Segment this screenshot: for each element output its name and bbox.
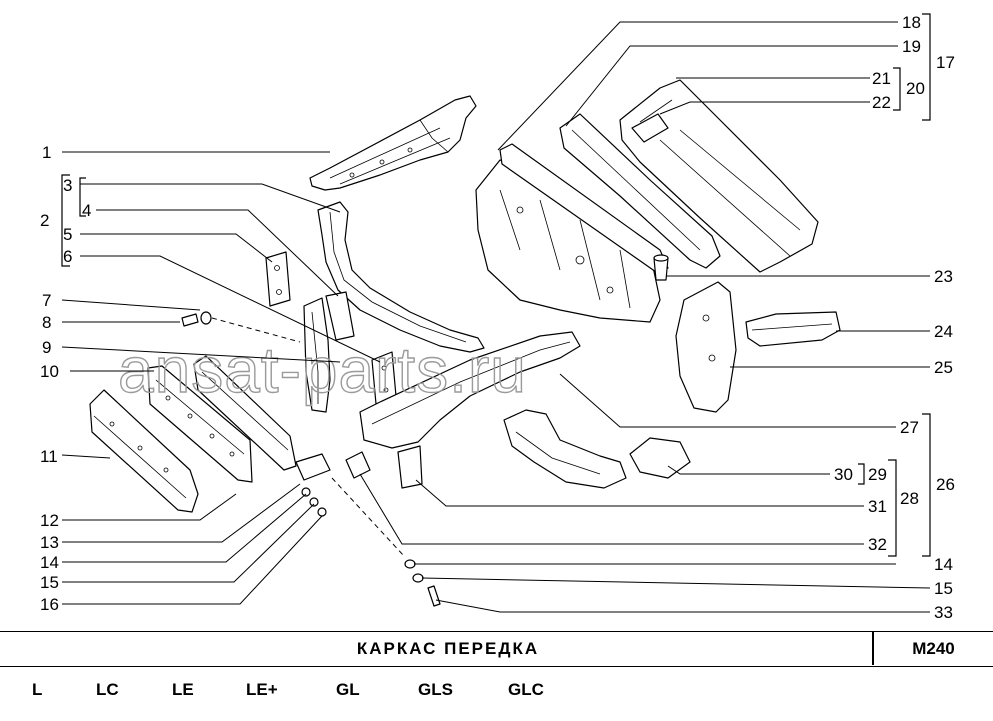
callout-6: 6 <box>63 247 72 266</box>
callout-12: 12 <box>40 511 59 530</box>
callout-31: 31 <box>868 497 887 516</box>
callout-10: 10 <box>40 362 59 381</box>
part-5-bracket <box>265 251 291 307</box>
variant-lc: LC <box>96 680 119 699</box>
part-13-spacer <box>295 453 331 481</box>
part-30-wheel-arch <box>503 409 627 489</box>
variant-l: L <box>32 680 43 699</box>
callout-19: 19 <box>902 37 921 56</box>
callout-25: 25 <box>934 358 953 377</box>
callout-18: 18 <box>902 13 921 32</box>
callout-21: 21 <box>872 69 891 88</box>
diagram-code: M240 <box>912 639 955 658</box>
part-25-side-panel <box>675 281 737 413</box>
title-divider <box>872 632 874 665</box>
part-4-plate <box>325 291 355 341</box>
callout-15a: 15 <box>40 573 59 592</box>
part-14-15-33-fasteners <box>331 477 441 607</box>
watermark-text: ansat-parts.ru <box>118 334 527 406</box>
part-27-lower-member <box>359 331 581 449</box>
callout-17: 17 <box>936 53 955 72</box>
variant-glc: GLC <box>508 680 544 699</box>
part-7-8-bolt <box>181 311 301 343</box>
callout-3: 3 <box>63 176 72 195</box>
part-29-bracket <box>629 437 691 479</box>
part-23-grommet <box>653 254 669 281</box>
callout-16: 16 <box>40 595 59 614</box>
title-bar: КАРКАС ПЕРЕДКА M240 <box>0 631 993 667</box>
part-11-lower-panel <box>89 389 199 513</box>
callout-32: 32 <box>868 535 887 554</box>
part-20-air-box <box>619 79 819 273</box>
callout-20: 20 <box>906 79 925 98</box>
callout-27: 27 <box>900 418 919 437</box>
part-24-shelf-bracket <box>745 311 841 347</box>
callout-23: 23 <box>934 267 953 286</box>
variant-gls: GLS <box>418 680 453 699</box>
callout-7: 7 <box>42 291 51 310</box>
variant-le-plus: LE+ <box>246 680 278 699</box>
callout-11: 11 <box>40 447 58 466</box>
callout-1: 1 <box>42 143 51 162</box>
part-19-windshield-lower <box>499 143 669 273</box>
variant-gl: GL <box>336 680 360 699</box>
callout-30: 30 <box>834 465 853 484</box>
parts-diagram: ansat-parts.ru <box>40 13 955 622</box>
callout-numbers: 1 2 3 4 5 6 7 8 9 10 11 12 13 14 15 16 1… <box>40 13 955 622</box>
leader-lines <box>61 21 931 613</box>
part-9-pillar <box>303 297 331 413</box>
callout-33: 33 <box>934 603 953 622</box>
callout-9: 9 <box>42 338 51 357</box>
part-14-16-fasteners <box>301 487 327 517</box>
group-brackets <box>61 13 931 557</box>
callout-22: 22 <box>872 93 891 112</box>
callout-13: 13 <box>40 533 59 552</box>
part-3-rail-extension <box>317 201 485 353</box>
diagram-title: КАРКАС ПЕРЕДКА <box>356 639 540 658</box>
part-1-upper-rail <box>309 95 477 191</box>
part-31-reinforcement <box>397 445 423 489</box>
callout-14b: 14 <box>934 555 953 574</box>
part-10-cross-member <box>147 365 253 483</box>
callout-14a: 14 <box>40 553 59 572</box>
callout-28: 28 <box>900 489 919 508</box>
callout-15b: 15 <box>934 579 953 598</box>
part-18-cowl <box>559 113 721 269</box>
variant-le: LE <box>172 680 194 699</box>
callout-4: 4 <box>82 201 91 220</box>
callout-24: 24 <box>934 322 953 341</box>
callout-8: 8 <box>42 313 51 332</box>
part-32-reinforcement <box>345 451 371 479</box>
part-12-inner-member <box>193 355 297 471</box>
callout-5: 5 <box>63 225 72 244</box>
callout-26: 26 <box>936 475 955 494</box>
callout-2: 2 <box>40 211 49 230</box>
callout-29: 29 <box>868 465 887 484</box>
variant-list: L LC LE LE+ GL GLS GLC <box>0 680 993 710</box>
